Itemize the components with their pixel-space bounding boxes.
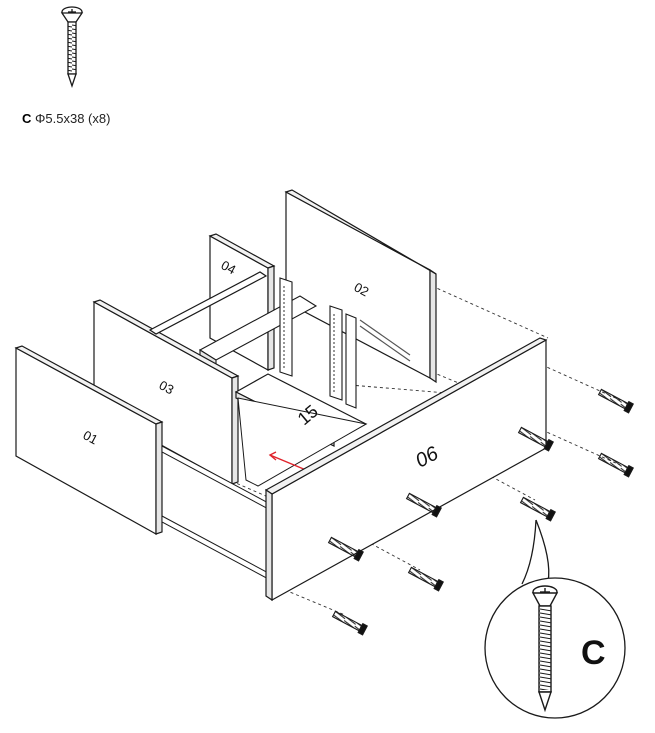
panel-01 (14, 345, 164, 536)
screw-2 (517, 426, 554, 452)
panel-02 (284, 189, 437, 384)
panel-04-label: 04 (219, 257, 239, 277)
panel-01-label: 01 (81, 427, 101, 447)
screw-icon (60, 6, 84, 89)
screw-3 (597, 452, 634, 478)
screw-group (327, 388, 634, 636)
direction-arrow-icon (268, 451, 307, 471)
panel-06 (264, 337, 548, 602)
hardware-caption: C Φ5.5x38 (x8) (22, 111, 110, 126)
detail-letter: C (581, 634, 606, 672)
detail-screw-icon (531, 585, 559, 713)
panel-15 (234, 373, 368, 487)
panel-03-label: 03 (157, 377, 177, 397)
screw-7 (407, 566, 444, 592)
detail-callout (484, 519, 626, 719)
hardware-spec: Φ5.5x38 (x8) (35, 111, 111, 126)
screw-5 (519, 496, 556, 522)
screw-1 (597, 388, 634, 414)
drawer-slide-left (279, 277, 293, 377)
screw-8 (331, 610, 368, 636)
hardware-letter: C (22, 111, 32, 126)
screw-6 (327, 536, 364, 562)
screw-4 (405, 492, 442, 518)
panel-02-label: 02 (352, 279, 372, 299)
drawer-slide-right (329, 305, 357, 409)
panel-03 (92, 271, 268, 486)
